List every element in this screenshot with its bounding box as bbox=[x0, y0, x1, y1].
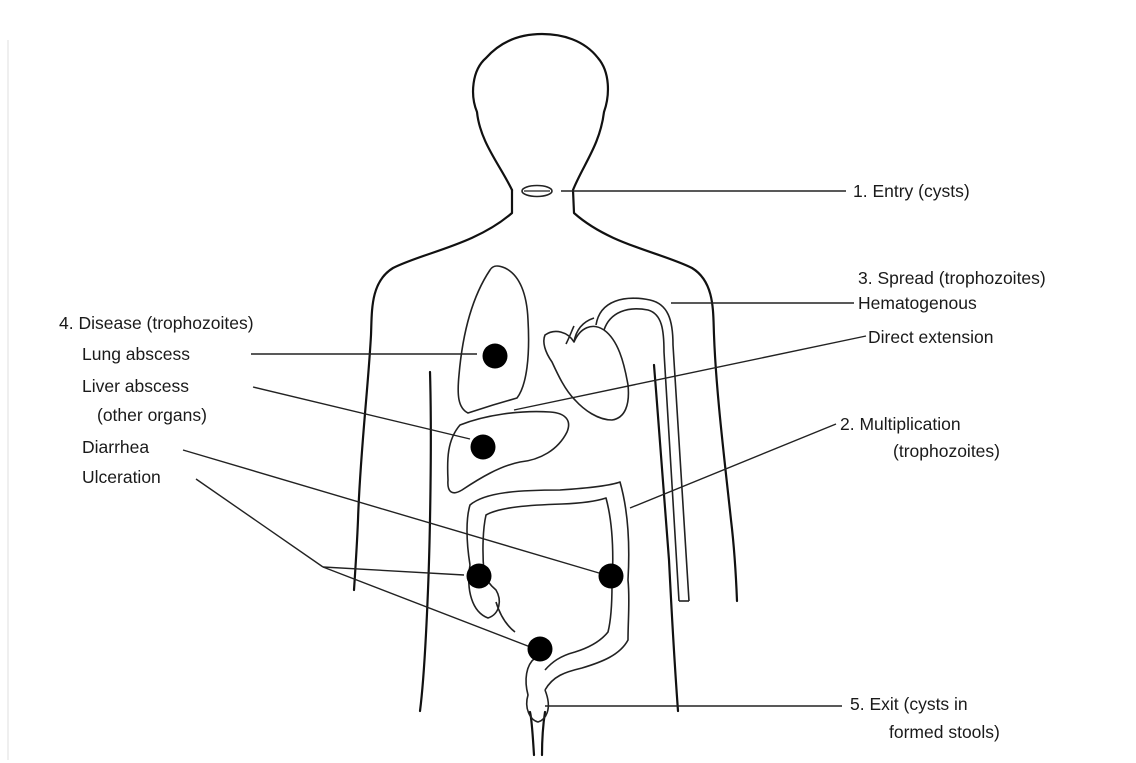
label-entry: 1. Entry (cysts) bbox=[853, 181, 970, 201]
descending-colon-lesion-dot bbox=[599, 564, 624, 589]
mouth bbox=[522, 186, 552, 197]
sigmoid-lesion-dot bbox=[528, 637, 553, 662]
label-ulceration: Ulceration bbox=[82, 467, 161, 487]
label-exit-sub: formed stools) bbox=[889, 722, 1000, 742]
label-hematogenous: Hematogenous bbox=[858, 293, 977, 313]
label-diarrhea: Diarrhea bbox=[82, 437, 149, 457]
label-direct-extension: Direct extension bbox=[868, 327, 993, 347]
label-disease: 4. Disease (trophozoites) bbox=[59, 313, 254, 333]
liver-lesion-dot bbox=[471, 435, 496, 460]
label-lung-abscess: Lung abscess bbox=[82, 344, 190, 364]
label-multiplication: 2. Multiplication bbox=[840, 414, 961, 434]
label-multiplication-sub: (trophozoites) bbox=[893, 441, 1000, 461]
lung-lesion-dot bbox=[483, 344, 508, 369]
label-spread: 3. Spread (trophozoites) bbox=[858, 268, 1046, 288]
cecum-lesion-dot bbox=[467, 564, 492, 589]
label-other-organs: (other organs) bbox=[97, 405, 207, 425]
label-liver-abscess: Liver abscess bbox=[82, 376, 189, 396]
label-exit: 5. Exit (cysts in bbox=[850, 694, 968, 714]
